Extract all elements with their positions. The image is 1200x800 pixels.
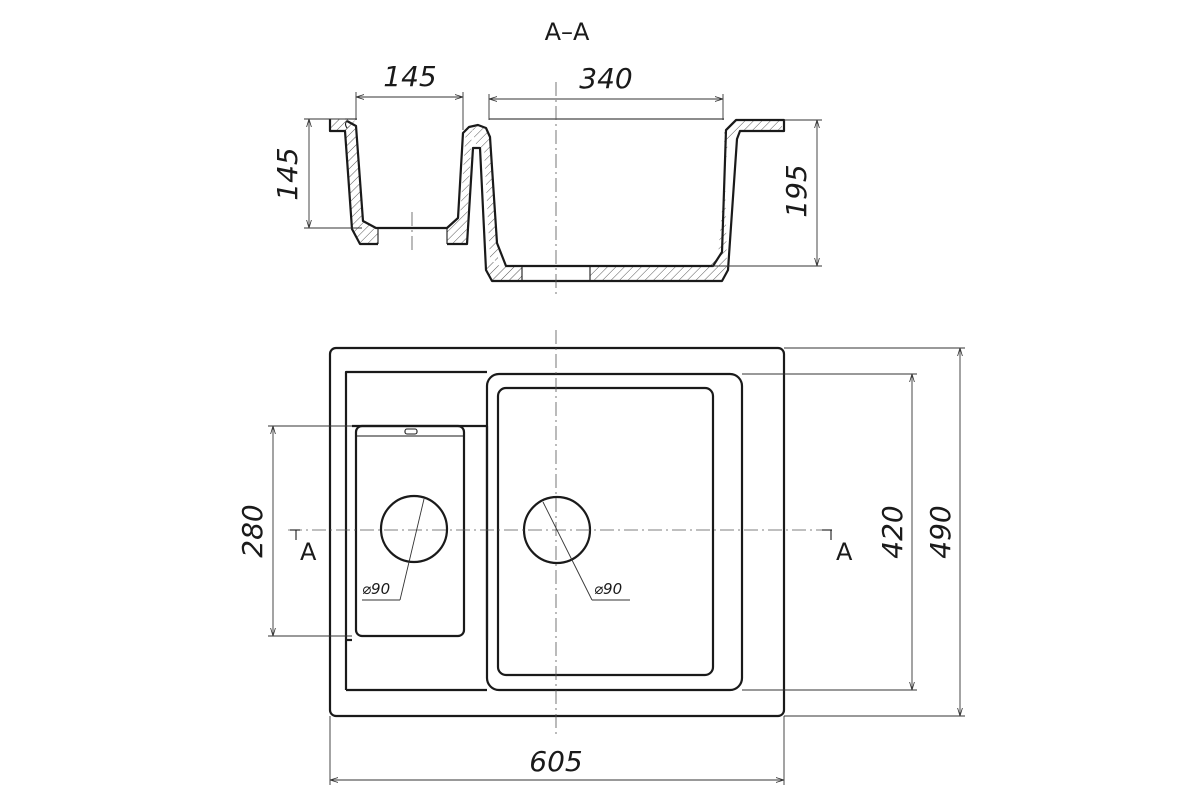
section-view: A–A [271, 18, 822, 296]
dim-large-bowl-depth: 195 [712, 119, 822, 267]
svg-text:⌀90: ⌀90 [594, 580, 622, 598]
svg-text:195: 195 [780, 164, 813, 217]
svg-text:⌀90: ⌀90 [362, 580, 390, 598]
section-outline [328, 118, 786, 283]
dim-large-bowl-width: 340 [488, 62, 724, 120]
dim-small-bowl-width: 145 [355, 60, 464, 130]
overflow-slot-icon [404, 428, 418, 435]
dim-overall-depth: 490 [784, 347, 965, 717]
svg-text:420: 420 [876, 505, 909, 558]
plan-view: ⌀90 ⌀90 A A 605 28 [236, 330, 965, 785]
large-bowl-inner [496, 386, 715, 677]
svg-text:145: 145 [383, 60, 436, 93]
section-title: A–A [545, 18, 590, 46]
dim-overall-width: 605 [329, 716, 785, 785]
small-drain-diameter-callout: ⌀90 [362, 498, 425, 601]
svg-text:A: A [300, 538, 317, 566]
section-hatching [330, 119, 782, 281]
small-bowl-drain [379, 494, 449, 564]
svg-text:605: 605 [529, 745, 582, 778]
section-mark-left: A [290, 529, 317, 566]
dim-large-bowl-length: 420 [742, 373, 917, 691]
svg-text:490: 490 [924, 505, 957, 558]
sink-outer-rim [328, 346, 786, 718]
svg-text:340: 340 [579, 62, 632, 95]
small-bowl [354, 424, 466, 638]
dim-small-bowl-depth: 145 [271, 118, 362, 229]
dim-small-bowl-length: 280 [236, 425, 352, 637]
svg-text:A: A [836, 538, 853, 566]
large-bowl-outer [485, 372, 744, 692]
svg-text:280: 280 [236, 504, 269, 557]
large-drain-diameter-callout: ⌀90 [542, 501, 630, 601]
section-mark-right: A [822, 529, 853, 566]
svg-text:145: 145 [271, 147, 304, 200]
